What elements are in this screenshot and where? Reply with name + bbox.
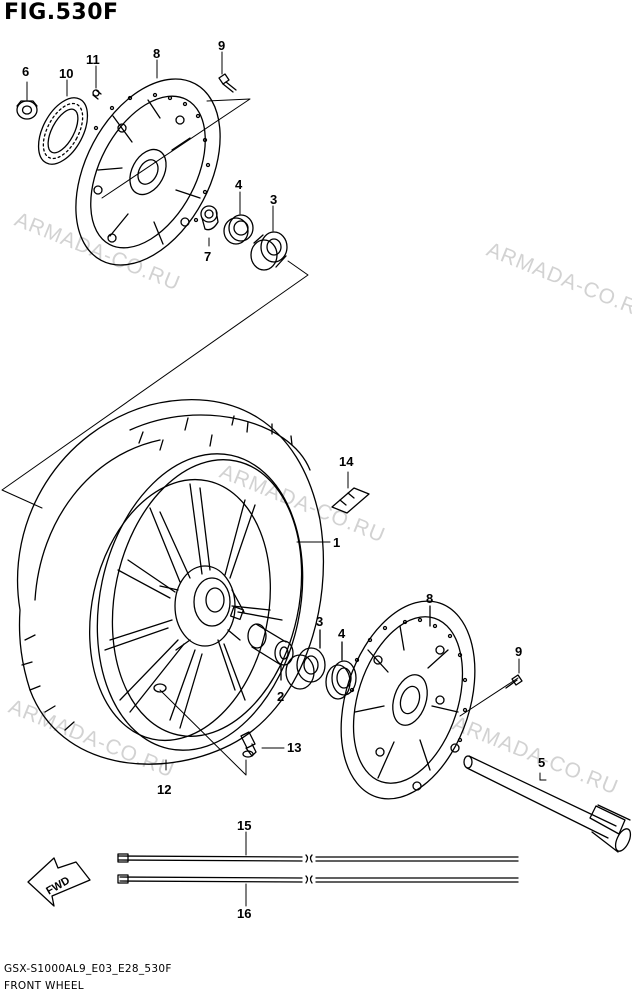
callout-13: 13 [287, 740, 302, 755]
callout-3: 3 [270, 192, 278, 207]
bearing-part [250, 231, 288, 271]
brake-disc-part [340, 600, 476, 800]
brake-disc-part [75, 78, 221, 266]
callout-9: 9 [218, 38, 226, 53]
callout-7: 7 [204, 249, 212, 264]
disc-bolt-part [218, 73, 237, 93]
callout-4: 4 [235, 177, 243, 192]
footer-code: GSX-S1000AL9_E03_E28_530F [4, 963, 172, 975]
callout-15: 15 [237, 818, 252, 833]
guide-line [101, 98, 251, 199]
oil-seal-part [223, 214, 254, 245]
collar-part [247, 623, 294, 681]
wheel-tire-part [16, 398, 325, 765]
spacer-part [200, 205, 219, 231]
balance-weight-part [331, 487, 370, 514]
bearing-part [285, 629, 326, 690]
callout-1: 1 [333, 535, 341, 550]
guide-line [459, 677, 519, 717]
callout-8: 8 [426, 591, 434, 606]
callout-5: 5 [538, 755, 546, 770]
callout-16: 16 [237, 906, 252, 921]
fwd-arrow-icon [27, 857, 91, 907]
figure-title: FIG.530F [4, 0, 119, 25]
callout-3: 3 [316, 614, 324, 629]
leader-line [159, 689, 247, 776]
callout-12: 12 [157, 782, 172, 797]
sensor-ring-part [37, 97, 89, 165]
leader-line [26, 51, 274, 247]
leader-line [165, 471, 349, 771]
callout-9: 9 [515, 644, 523, 659]
oil-seal-part [325, 641, 357, 700]
callout-11: 11 [86, 52, 100, 67]
callout-4: 4 [338, 626, 346, 641]
callout-6: 6 [22, 64, 30, 79]
bolt-part [92, 89, 102, 100]
tire-valve-part [240, 731, 257, 758]
guide-line [1, 260, 309, 509]
callout-8: 8 [153, 46, 161, 61]
callout-14: 14 [339, 454, 354, 469]
disc-bolt-part [505, 658, 523, 689]
axle-part [463, 755, 632, 853]
nut-part [16, 100, 38, 120]
callout-10: 10 [59, 66, 74, 81]
footer-name: FRONT WHEEL [4, 980, 84, 992]
callout-2: 2 [277, 689, 285, 704]
strap-band-part [117, 853, 519, 884]
